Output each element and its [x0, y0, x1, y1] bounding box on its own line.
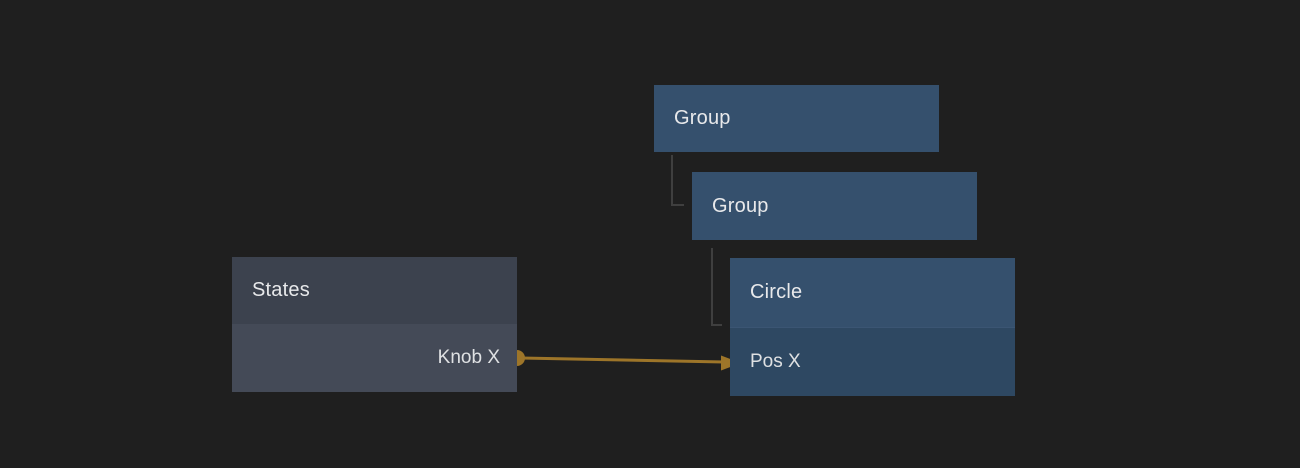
tree-connector-group2-circle: [711, 248, 722, 326]
node-circle[interactable]: Circle Pos X: [730, 258, 1015, 396]
node-group-2[interactable]: Group: [692, 172, 977, 240]
node-states[interactable]: States Knob X: [232, 257, 517, 392]
port-pos-x[interactable]: Pos X: [730, 327, 1015, 396]
node-group-2-header[interactable]: Group: [692, 172, 977, 240]
port-knob-x[interactable]: Knob X: [232, 324, 517, 392]
node-group-1[interactable]: Group: [654, 85, 939, 152]
tree-connector-group1-group2: [671, 155, 684, 206]
node-circle-title: Circle: [750, 281, 803, 303]
node-states-header[interactable]: States: [232, 257, 517, 324]
node-states-title: States: [252, 279, 310, 301]
port-pos-x-label: Pos X: [750, 351, 801, 372]
node-group-1-title: Group: [674, 107, 731, 129]
port-knob-x-label: Knob X: [437, 347, 500, 368]
node-group-1-header[interactable]: Group: [654, 85, 939, 152]
node-group-2-title: Group: [712, 194, 769, 217]
node-circle-header[interactable]: Circle: [730, 258, 1015, 327]
connection-wire[interactable]: [520, 356, 725, 364]
